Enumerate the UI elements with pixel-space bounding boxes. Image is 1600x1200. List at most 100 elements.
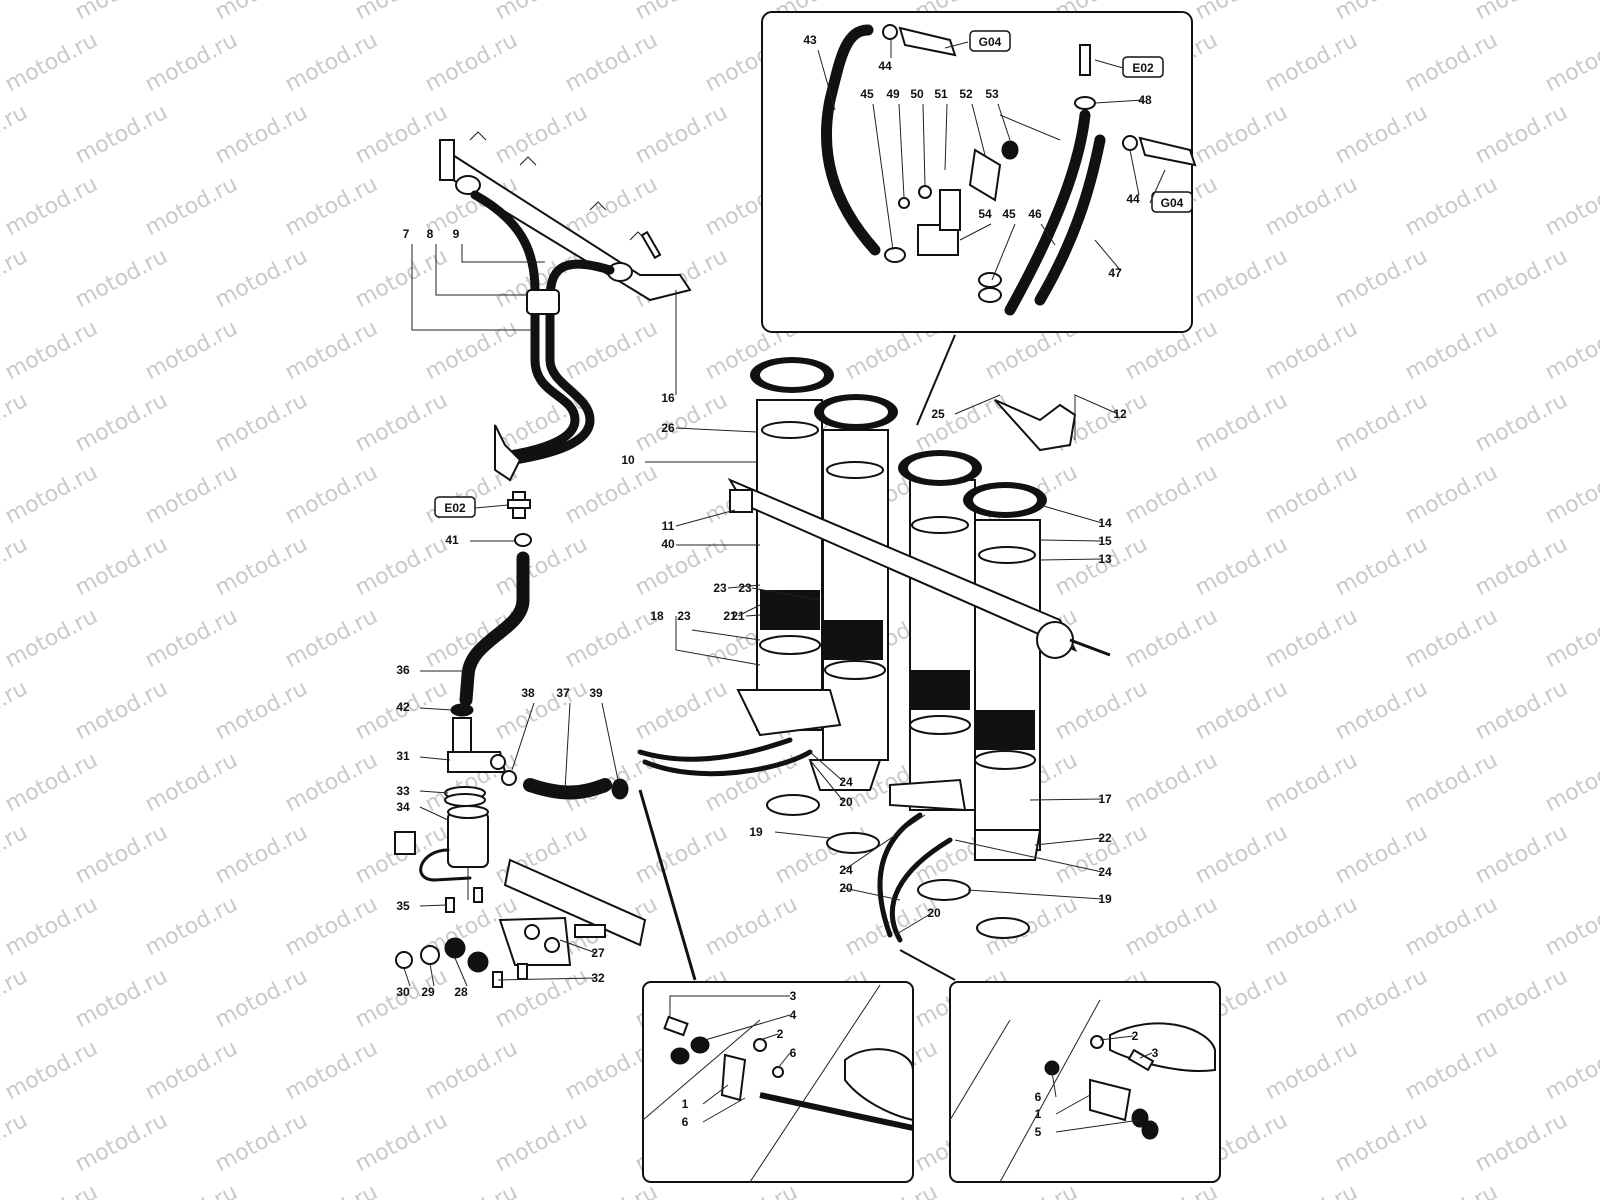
watermark-text: motod.ru (1261, 1180, 1362, 1200)
leader-line (419, 756, 451, 761)
watermark-text: motod.ru (1401, 748, 1502, 817)
callout-main-20: 20 (927, 906, 941, 920)
watermark-text: motod.ru (491, 0, 592, 25)
leader-line (675, 616, 761, 666)
leader-line (419, 790, 449, 794)
callout-main-33: 33 (396, 784, 410, 798)
leader-lines (403, 40, 1153, 1133)
watermark-text: motod.ru (71, 532, 172, 601)
callout-main-16: 16 (661, 391, 675, 405)
watermark-text: motod.ru (1541, 748, 1600, 817)
leader-line (702, 1084, 729, 1105)
watermark-text: motod.ru (421, 1036, 522, 1105)
reference-tag-e02: E02 (1132, 61, 1154, 75)
callout-inset-bottom-left-3: 3 (790, 989, 797, 1003)
watermark-text: motod.ru (141, 172, 242, 241)
watermark-text: motod.ru (281, 748, 382, 817)
leader-line (997, 103, 1011, 141)
leader-line (1099, 1035, 1134, 1041)
watermark-text: motod.ru (141, 28, 242, 97)
watermark-text: motod.ru (71, 388, 172, 457)
callout-inset-top-45: 45 (860, 87, 874, 101)
leader-line (411, 244, 535, 331)
callout-inset-top-45: 45 (1002, 207, 1016, 221)
watermark-text: motod.ru (561, 460, 662, 529)
watermark-text: motod.ru (1261, 604, 1362, 673)
watermark-text: motod.ru (1261, 892, 1362, 961)
watermark-text: motod.ru (1121, 604, 1222, 673)
callout-main-7: 7 (403, 227, 410, 241)
watermark-text: motod.ru (1191, 676, 1292, 745)
leader-line (944, 103, 948, 171)
watermark-text: motod.ru (0, 964, 32, 1033)
watermark-text: motod.ru (211, 100, 312, 169)
watermark-text: motod.ru (1471, 676, 1572, 745)
watermark-text: motod.ru (0, 0, 32, 25)
callout-main-28: 28 (454, 985, 468, 999)
inset-bottom-right-parts (949, 999, 1216, 1183)
leader-line (1149, 169, 1166, 204)
watermark-text: motod.ru (0, 532, 32, 601)
watermark-text: motod.ru (281, 172, 382, 241)
callout-main-24: 24 (839, 775, 853, 789)
fuel-hose-7 (470, 190, 580, 460)
callout-main-21: 21 (723, 609, 737, 623)
callout-main-10: 10 (621, 453, 635, 467)
callout-main-34: 34 (396, 800, 410, 814)
watermark-text: motod.ru (141, 1180, 242, 1200)
watermark-text: motod.ru (561, 604, 662, 673)
callout-main-42: 42 (396, 700, 410, 714)
watermark-text: motod.ru (421, 28, 522, 97)
callout-main-31: 31 (396, 749, 410, 763)
inset-top-parts (820, 24, 1197, 316)
watermark-text: motod.ru (1401, 172, 1502, 241)
leader-line (967, 889, 1103, 900)
watermark-text: motod.ru (911, 388, 1012, 457)
quick-connector (507, 491, 531, 519)
leader-line (419, 707, 453, 711)
watermark-text: motod.ru (1, 892, 102, 961)
watermark-text: motod.ru (0, 1108, 32, 1177)
callout-main-25: 25 (931, 407, 945, 421)
watermark-text: motod.ru (1261, 172, 1362, 241)
watermark-text: motod.ru (1, 172, 102, 241)
callout-main-23: 23 (713, 581, 727, 595)
watermark-text: motod.ru (211, 820, 312, 889)
watermark-text: motod.ru (561, 28, 662, 97)
inset-top-pointer (916, 334, 956, 426)
callout-inset-bottom-right-6: 6 (1035, 1090, 1042, 1104)
watermark-text: motod.ru (631, 100, 732, 169)
leader-line (817, 49, 836, 111)
callout-main-30: 30 (396, 985, 410, 999)
callout-inset-top-50: 50 (910, 87, 924, 101)
watermark-text: motod.ru (281, 28, 382, 97)
callout-inset-top-44: 44 (1126, 192, 1140, 206)
watermark-text: motod.ru (141, 604, 242, 673)
watermark-text: motod.ru (1331, 820, 1432, 889)
callout-main-17: 17 (1098, 792, 1112, 806)
watermark-text: motod.ru (1541, 28, 1600, 97)
watermark-text: motod.ru (0, 100, 32, 169)
watermark-text: motod.ru (1401, 1036, 1502, 1105)
vacuum-hose-20b (889, 837, 953, 943)
callout-inset-top-48: 48 (1138, 93, 1152, 107)
watermark-text: motod.ru (1471, 1108, 1572, 1177)
leader-line (1094, 239, 1122, 272)
leader-line (944, 41, 969, 49)
watermark-text: motod.ru (281, 892, 382, 961)
watermark-text: motod.ru (281, 316, 382, 385)
fuel-hose-8 (510, 259, 615, 465)
callout-inset-bottom-right-3: 3 (1152, 1046, 1159, 1060)
watermark-text: motod.ru (1401, 1180, 1502, 1200)
callout-main-39: 39 (589, 686, 603, 700)
callout-main-27: 27 (591, 946, 605, 960)
leader-line (922, 103, 926, 187)
seal-ring-41 (514, 533, 532, 547)
leader-line (843, 814, 926, 871)
watermark-text: motod.ru (1541, 892, 1600, 961)
watermark-text: motod.ru (1191, 388, 1292, 457)
leader-line (1039, 558, 1103, 561)
callout-main-11: 11 (662, 519, 675, 533)
